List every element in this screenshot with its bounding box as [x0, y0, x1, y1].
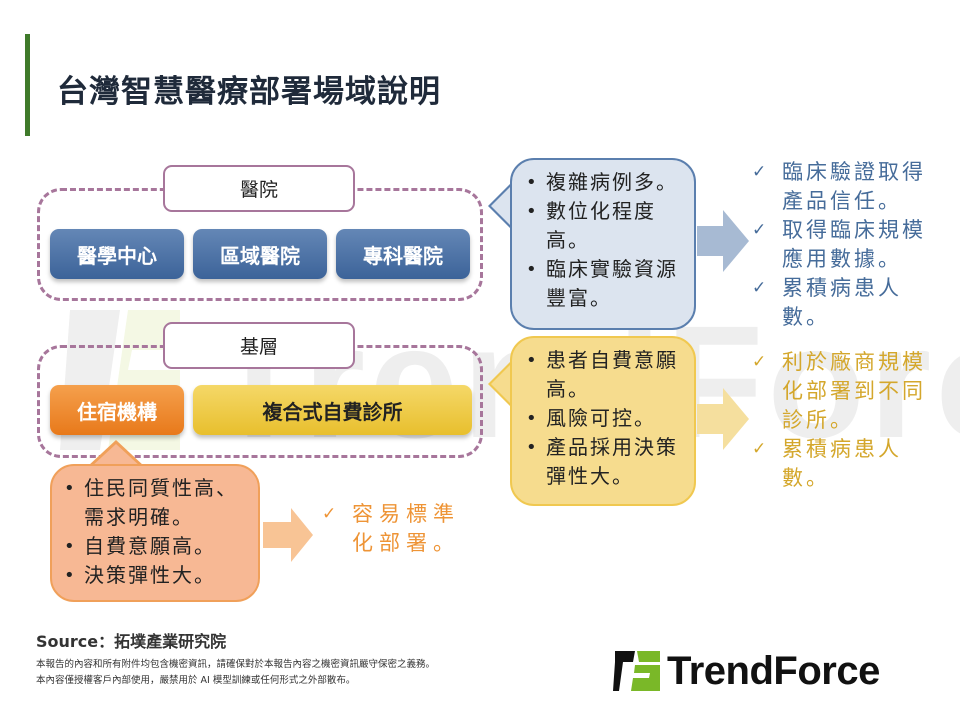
- right-arrow-icon: [697, 210, 749, 272]
- outcome-item: 利於廠商規模化部署到不同診所。: [752, 348, 942, 435]
- title-accent-bar: [25, 34, 30, 136]
- residential-features-callout: 住民同質性高、需求明確。 自費意願高。 決策彈性大。: [50, 464, 260, 602]
- tile-specialty-hospital: 專科醫院: [336, 229, 470, 279]
- outcome-item: 累積病患人數。: [752, 435, 942, 493]
- brand-name: TrendForce: [667, 648, 880, 693]
- hospital-outcomes-list: 臨床驗證取得產品信任。 取得臨床規模應用數據。 累積病患人數。: [752, 158, 942, 332]
- outcome-item: 累積病患人數。: [752, 274, 942, 332]
- feature-item: 風險可控。: [526, 404, 686, 433]
- disclaimer-line: 本內容僅授權客戶內部使用，嚴禁用於 AI 模型訓練或任何形式之外部散布。: [36, 675, 356, 686]
- tile-medical-center: 醫學中心: [50, 229, 184, 279]
- feature-item: 決策彈性大。: [64, 561, 252, 590]
- tile-self-pay-clinic: 複合式自費診所: [193, 385, 472, 435]
- right-arrow-icon: [263, 508, 313, 562]
- hospital-features-callout: 複雜病例多。 數位化程度高。 臨床實驗資源豐富。: [510, 158, 696, 330]
- feature-item: 臨床實驗資源豐富。: [526, 255, 686, 313]
- tile-residential-institution: 住宿機構: [50, 385, 184, 435]
- clinic-outcomes-list: 利於廠商規模化部署到不同診所。 累積病患人數。: [752, 348, 942, 493]
- disclaimer: 本報告的內容和所有附件均包含機密資訊，請確保對於本報告內容之機密資訊嚴守保密之義…: [36, 657, 435, 689]
- clinic-callout-tail-fill: [491, 363, 512, 405]
- outcome-item: 取得臨床規模應用數據。: [752, 216, 942, 274]
- source-citation: Source：拓墣產業研究院: [36, 632, 227, 651]
- disclaimer-line: 本報告的內容和所有附件均包含機密資訊，請確保對於本報告內容之機密資訊嚴守保密之義…: [36, 659, 436, 670]
- hospital-callout-tail-fill: [491, 185, 512, 227]
- residential-callout-tail-fill: [91, 444, 141, 467]
- feature-item: 產品採用決策彈性大。: [526, 433, 686, 491]
- trendforce-logo: TrendForce: [613, 648, 933, 694]
- feature-item: 住民同質性高、需求明確。: [64, 474, 252, 532]
- feature-item: 數位化程度高。: [526, 197, 686, 255]
- trendforce-logo-icon: [613, 651, 660, 691]
- feature-item: 自費意願高。: [64, 532, 252, 561]
- outcome-item: 臨床驗證取得產品信任。: [752, 158, 942, 216]
- feature-item: 患者自費意願高。: [526, 346, 686, 404]
- outcome-item: 容易標準化部署。: [322, 500, 482, 558]
- hospital-group-label: 醫院: [163, 165, 355, 212]
- clinic-features-callout: 患者自費意願高。 風險可控。 產品採用決策彈性大。: [510, 336, 696, 506]
- primary-care-group-label: 基層: [163, 322, 355, 369]
- residential-outcomes-list: 容易標準化部署。: [322, 500, 482, 558]
- tile-regional-hospital: 區域醫院: [193, 229, 327, 279]
- page-title: 台灣智慧醫療部署場域說明: [57, 74, 441, 110]
- right-arrow-icon: [697, 388, 749, 450]
- feature-item: 複雜病例多。: [526, 168, 686, 197]
